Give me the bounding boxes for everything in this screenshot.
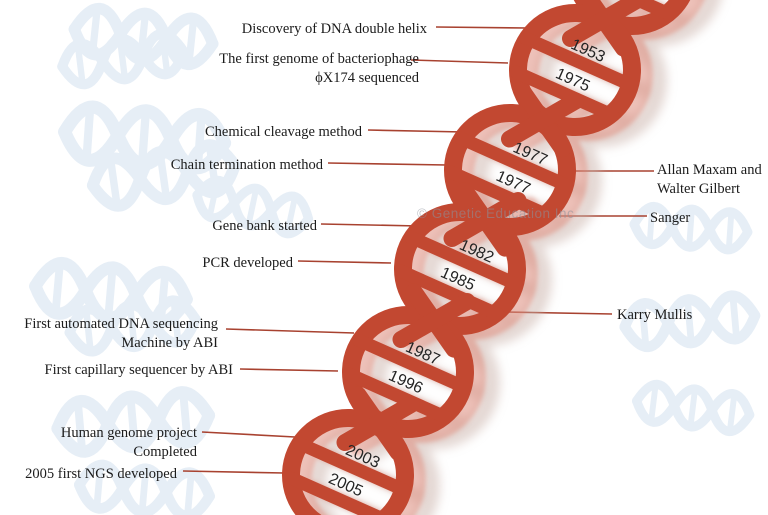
scientist-label-line: Sanger bbox=[650, 210, 691, 226]
scientist-label-karry-mullis: Karry Mullis bbox=[617, 306, 692, 325]
leader-line-pcr bbox=[297, 260, 392, 264]
leader-line-capillary bbox=[239, 368, 339, 372]
scientist-label-line: Karry Mullis bbox=[617, 307, 693, 323]
event-label-line: Gene bank started bbox=[212, 218, 317, 234]
leader-line-gene-bank bbox=[320, 223, 420, 227]
event-label-line: Human genome project bbox=[60, 425, 197, 441]
event-label-phix174: The first genome of bacteriophage ϕX174 … bbox=[219, 50, 419, 88]
leader-line-ngs bbox=[182, 470, 285, 474]
event-label-chain-termination: Chain termination method bbox=[171, 156, 323, 175]
event-label-line: The first genome of bacteriophage bbox=[219, 51, 419, 67]
event-label-automated-sequencing: First automated DNA sequencing Machine b… bbox=[24, 315, 218, 353]
leader-line-chain-termination bbox=[327, 162, 448, 166]
scientist-label-line: Allan Maxam and bbox=[657, 162, 762, 178]
event-label-line: First automated DNA sequencing bbox=[24, 316, 218, 332]
event-label-line: Discovery of DNA double helix bbox=[241, 21, 427, 37]
leader-line-chemical-cleavage bbox=[367, 129, 465, 133]
event-label-line: 2005 first NGS developed bbox=[25, 466, 177, 482]
leader-line-automated-sequencing bbox=[225, 328, 355, 334]
event-label-discovery-dna: Discovery of DNA double helix bbox=[242, 20, 427, 39]
event-label-pcr: PCR developed bbox=[202, 254, 293, 273]
leader-line-phix174 bbox=[410, 59, 509, 64]
scientist-label-maxam-gilbert: Allan Maxam and Walter Gilbert bbox=[657, 161, 762, 199]
event-label-line: Chemical cleavage method bbox=[204, 124, 362, 140]
event-label-gene-bank: Gene bank started bbox=[212, 217, 317, 236]
event-label-ngs: 2005 first NGS developed bbox=[25, 465, 177, 484]
event-label-line: Chain termination method bbox=[170, 157, 323, 173]
event-label-line: Completed bbox=[133, 444, 197, 460]
event-label-capillary: First capillary sequencer by ABI bbox=[45, 361, 233, 380]
scientist-label-line: Walter Gilbert bbox=[657, 181, 740, 197]
leader-line-human-genome bbox=[201, 431, 296, 438]
scientist-label-sanger: Sanger bbox=[650, 209, 690, 228]
leader-line-discovery bbox=[435, 26, 528, 29]
event-label-line: ϕX174 sequenced bbox=[315, 70, 419, 86]
event-label-line: First capillary sequencer by ABI bbox=[44, 362, 233, 378]
event-label-human-genome: Human genome project Completed bbox=[61, 424, 197, 462]
event-label-chemical-cleavage: Chemical cleavage method bbox=[205, 123, 362, 142]
watermark-text: © Genetic Education Inc bbox=[417, 206, 575, 221]
event-label-line: PCR developed bbox=[202, 255, 293, 271]
event-label-line: Machine by ABI bbox=[121, 335, 218, 351]
